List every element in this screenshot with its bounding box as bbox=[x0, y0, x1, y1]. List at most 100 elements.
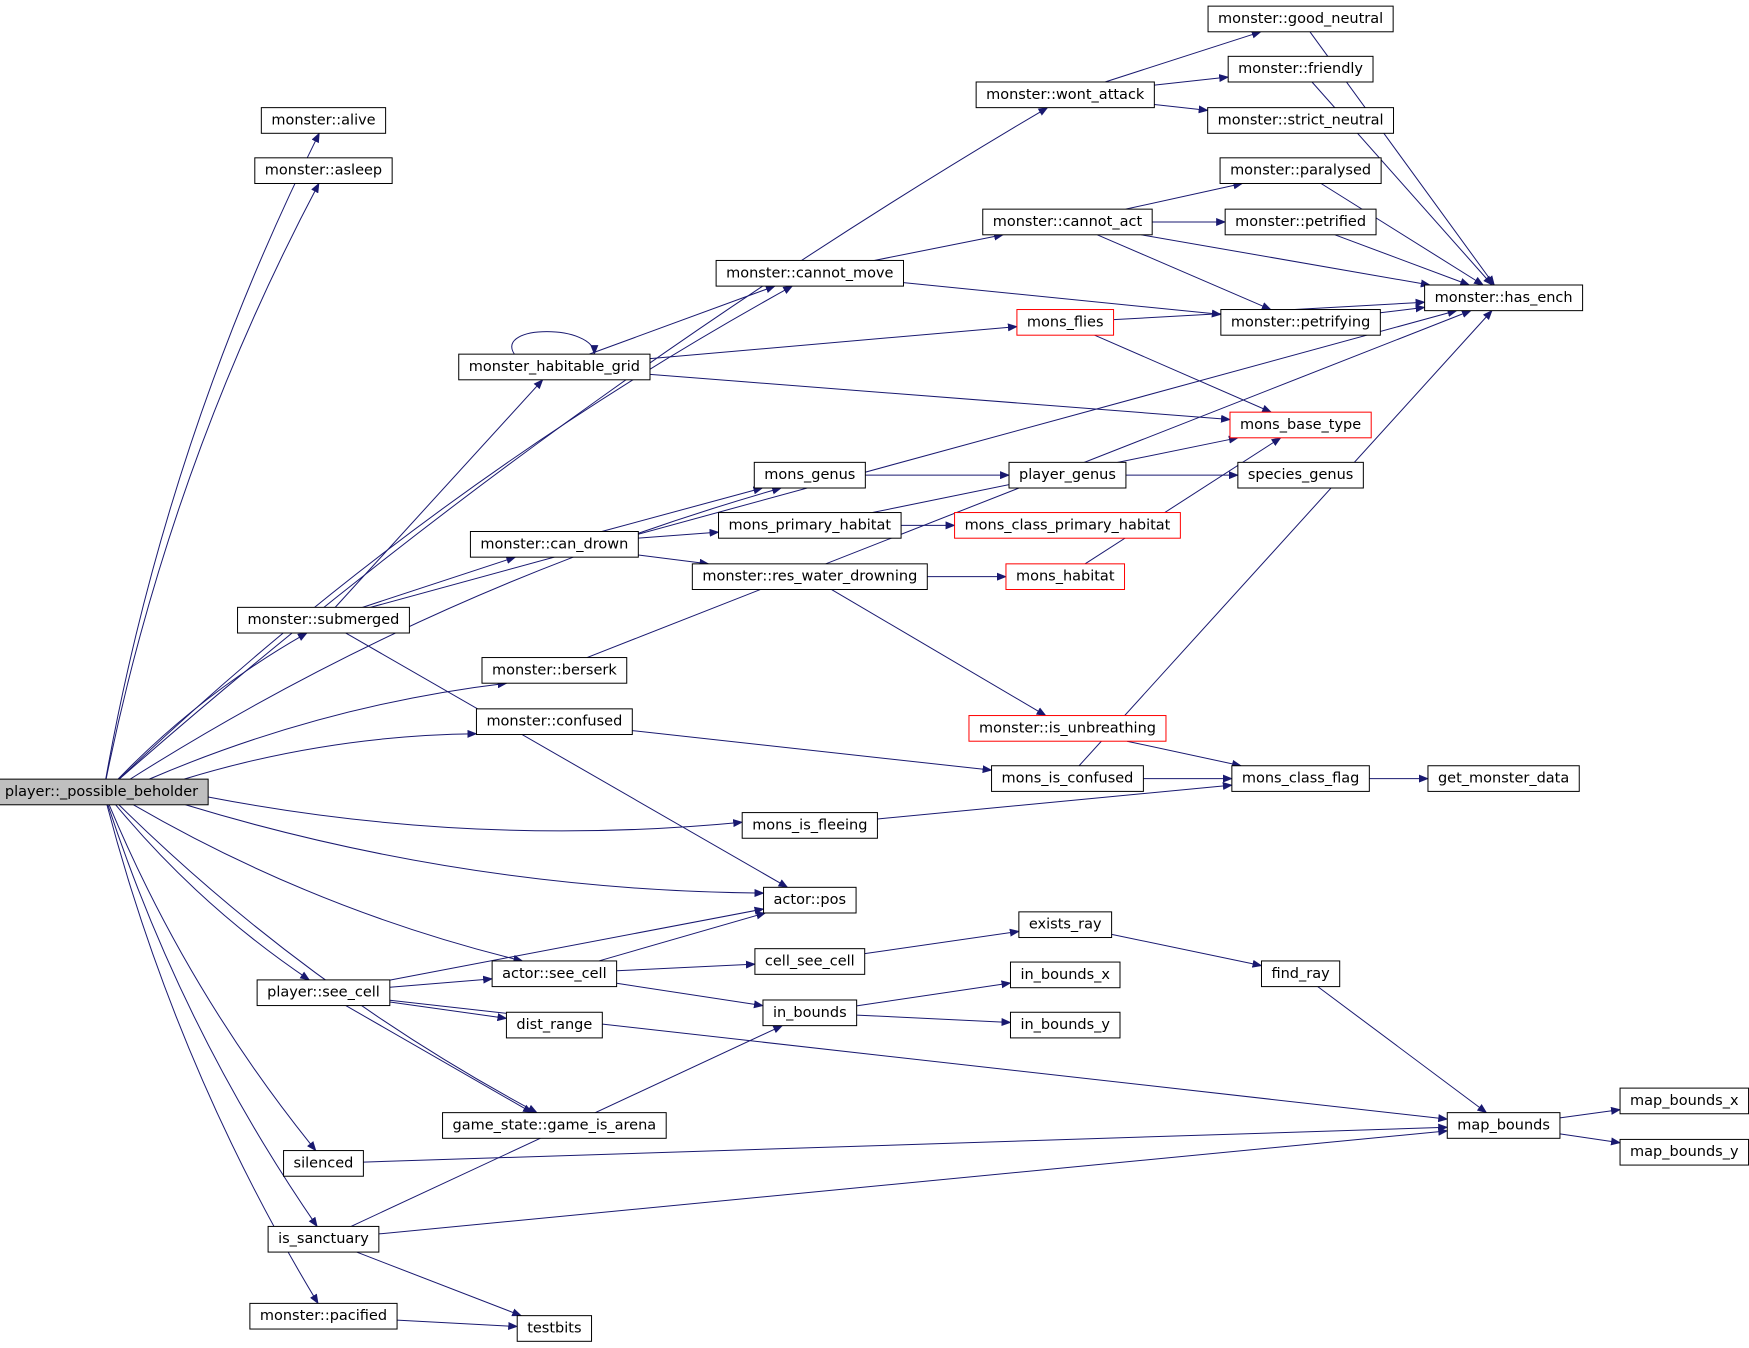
node-petrified[interactable]: monster::petrified bbox=[1224, 208, 1377, 236]
node-mons-habitat[interactable]: mons_habitat bbox=[1005, 563, 1126, 591]
node-label: actor::see_cell bbox=[502, 966, 607, 982]
edge-wont-attack-to-strict-neutral bbox=[1154, 104, 1209, 114]
node-mons-base-type[interactable]: mons_base_type bbox=[1229, 411, 1372, 439]
node-cannot-act[interactable]: monster::cannot_act bbox=[982, 208, 1153, 236]
node-class-primary-habitat[interactable]: mons_class_primary_habitat bbox=[954, 512, 1181, 539]
node-friendly[interactable]: monster::friendly bbox=[1227, 55, 1374, 83]
edge-root-to-mons-is-fleeing bbox=[208, 796, 744, 832]
node-box bbox=[1220, 309, 1381, 336]
node-label: player_genus bbox=[1019, 467, 1116, 483]
node-box bbox=[505, 1011, 603, 1039]
edge-root-to-silenced bbox=[108, 804, 317, 1152]
node-box bbox=[1207, 5, 1394, 33]
node-get-monster-data[interactable]: get_monster_data bbox=[1427, 765, 1580, 792]
node-label: player::see_cell bbox=[267, 985, 380, 1001]
node-player-genus[interactable]: player_genus bbox=[1008, 461, 1127, 489]
edge-habitable-grid-to-mons-base-type bbox=[649, 373, 1231, 423]
node-box bbox=[1009, 961, 1121, 989]
edge-actor-see-cell-to-cell-see-cell bbox=[616, 960, 756, 972]
node-in-bounds[interactable]: in_bounds bbox=[762, 999, 858, 1027]
node-actor-pos[interactable]: actor::pos bbox=[763, 886, 857, 914]
node-label: is_sanctuary bbox=[278, 1231, 369, 1247]
node-box bbox=[254, 157, 393, 184]
node-pacified[interactable]: monster::pacified bbox=[249, 1302, 398, 1330]
node-good-neutral[interactable]: monster::good_neutral bbox=[1207, 5, 1394, 33]
node-paralysed[interactable]: monster::paralysed bbox=[1219, 157, 1382, 184]
node-can-drown[interactable]: monster::can_drown bbox=[469, 531, 639, 558]
node-player-see-cell[interactable]: player::see_cell bbox=[256, 979, 391, 1007]
node-cannot-move[interactable]: monster::cannot_move bbox=[715, 259, 904, 287]
node-alive[interactable]: monster::alive bbox=[260, 107, 387, 134]
node-mons-class-flag[interactable]: mons_class_flag bbox=[1231, 765, 1370, 792]
node-cell-see-cell[interactable]: cell_see_cell bbox=[754, 948, 866, 975]
node-label: mons_base_type bbox=[1240, 417, 1361, 433]
node-label: actor::pos bbox=[774, 892, 847, 908]
node-label: mons_genus bbox=[764, 467, 855, 483]
edge-map-bounds-to-map-bounds-x bbox=[1559, 1106, 1622, 1119]
node-testbits[interactable]: testbits bbox=[516, 1315, 593, 1342]
node-habitable-grid[interactable]: monster_habitable_grid bbox=[458, 353, 651, 381]
node-box bbox=[691, 563, 928, 591]
node-label: testbits bbox=[527, 1320, 581, 1336]
node-silenced[interactable]: silenced bbox=[283, 1150, 364, 1177]
node-petrifying[interactable]: monster::petrifying bbox=[1220, 309, 1381, 336]
node-label: species_genus bbox=[1248, 467, 1353, 483]
node-root[interactable]: player::_possible_beholder bbox=[0, 778, 209, 806]
edge-habitable-grid-to-cannot-move bbox=[589, 285, 776, 355]
node-map-bounds[interactable]: map_bounds bbox=[1446, 1112, 1561, 1139]
node-label: monster::can_drown bbox=[480, 536, 628, 552]
node-wont-attack[interactable]: monster::wont_attack bbox=[975, 81, 1155, 109]
node-box bbox=[469, 531, 639, 558]
node-asleep[interactable]: monster::asleep bbox=[254, 157, 393, 184]
node-label: monster::strict_neutral bbox=[1218, 112, 1384, 128]
node-dist-range[interactable]: dist_range bbox=[505, 1011, 603, 1039]
node-map-bounds-x[interactable]: map_bounds_x bbox=[1619, 1087, 1749, 1115]
edge-is-unbreathing-to-mons-class-flag bbox=[1126, 740, 1242, 768]
node-find-ray[interactable]: find_ray bbox=[1260, 960, 1341, 988]
edge-root-to-berserk bbox=[149, 680, 508, 780]
node-species-genus[interactable]: species_genus bbox=[1237, 461, 1364, 489]
node-berserk[interactable]: monster::berserk bbox=[481, 657, 628, 684]
node-mons-flies[interactable]: mons_flies bbox=[1016, 309, 1115, 336]
node-label: monster::res_water_drowning bbox=[702, 569, 917, 585]
node-box bbox=[0, 778, 209, 806]
node-label: monster::cannot_act bbox=[993, 214, 1143, 230]
node-map-bounds-y[interactable]: map_bounds_y bbox=[1619, 1138, 1749, 1166]
node-box bbox=[763, 886, 857, 914]
node-is-unbreathing[interactable]: monster::is_unbreathing bbox=[968, 715, 1167, 742]
node-strict-neutral[interactable]: monster::strict_neutral bbox=[1207, 107, 1395, 134]
node-submerged[interactable]: monster::submerged bbox=[237, 606, 410, 634]
edge-player-see-cell-to-actor-see-cell bbox=[389, 975, 494, 988]
node-box bbox=[991, 765, 1144, 792]
node-mons-is-fleeing[interactable]: mons_is_fleeing bbox=[741, 812, 878, 839]
node-in-bounds-x[interactable]: in_bounds_x bbox=[1009, 961, 1121, 989]
edge-actor-see-cell-to-in-bounds bbox=[616, 982, 764, 1009]
edge-cannot-move-to-petrifying bbox=[903, 282, 1222, 318]
node-label: mons_primary_habitat bbox=[729, 517, 892, 533]
node-label: mons_is_confused bbox=[1002, 771, 1134, 787]
node-is-sanctuary[interactable]: is_sanctuary bbox=[267, 1225, 380, 1253]
node-label: mons_is_fleeing bbox=[752, 817, 867, 833]
node-box bbox=[954, 512, 1181, 539]
edge-can-drown-to-res-water-drowning bbox=[638, 554, 710, 567]
node-game-is-arena[interactable]: game_state::game_is_arena bbox=[442, 1112, 667, 1139]
node-box bbox=[516, 1315, 593, 1342]
node-in-bounds-y[interactable]: in_bounds_y bbox=[1009, 1011, 1121, 1039]
node-box bbox=[249, 1302, 398, 1330]
edge-player-see-cell-to-actor-pos bbox=[389, 906, 765, 981]
node-label: monster::berserk bbox=[492, 662, 617, 678]
node-res-water-drowning[interactable]: monster::res_water_drowning bbox=[691, 563, 928, 591]
node-confused[interactable]: monster::confused bbox=[475, 708, 633, 736]
node-has-ench[interactable]: monster::has_ench bbox=[1424, 284, 1584, 312]
node-label: in_bounds_y bbox=[1020, 1017, 1110, 1033]
node-label: monster::petrified bbox=[1235, 214, 1366, 230]
node-exists-ray[interactable]: exists_ray bbox=[1018, 911, 1113, 939]
node-mons-is-confused[interactable]: mons_is_confused bbox=[991, 765, 1144, 792]
node-mons-genus[interactable]: mons_genus bbox=[753, 461, 866, 489]
node-primary-habitat[interactable]: mons_primary_habitat bbox=[718, 512, 902, 539]
node-actor-see-cell[interactable]: actor::see_cell bbox=[491, 960, 618, 988]
edge-submerged-to-actor-pos bbox=[345, 632, 789, 888]
node-box bbox=[1219, 157, 1382, 184]
node-label: game_state::game_is_arena bbox=[453, 1117, 657, 1133]
node-box bbox=[1207, 107, 1395, 134]
